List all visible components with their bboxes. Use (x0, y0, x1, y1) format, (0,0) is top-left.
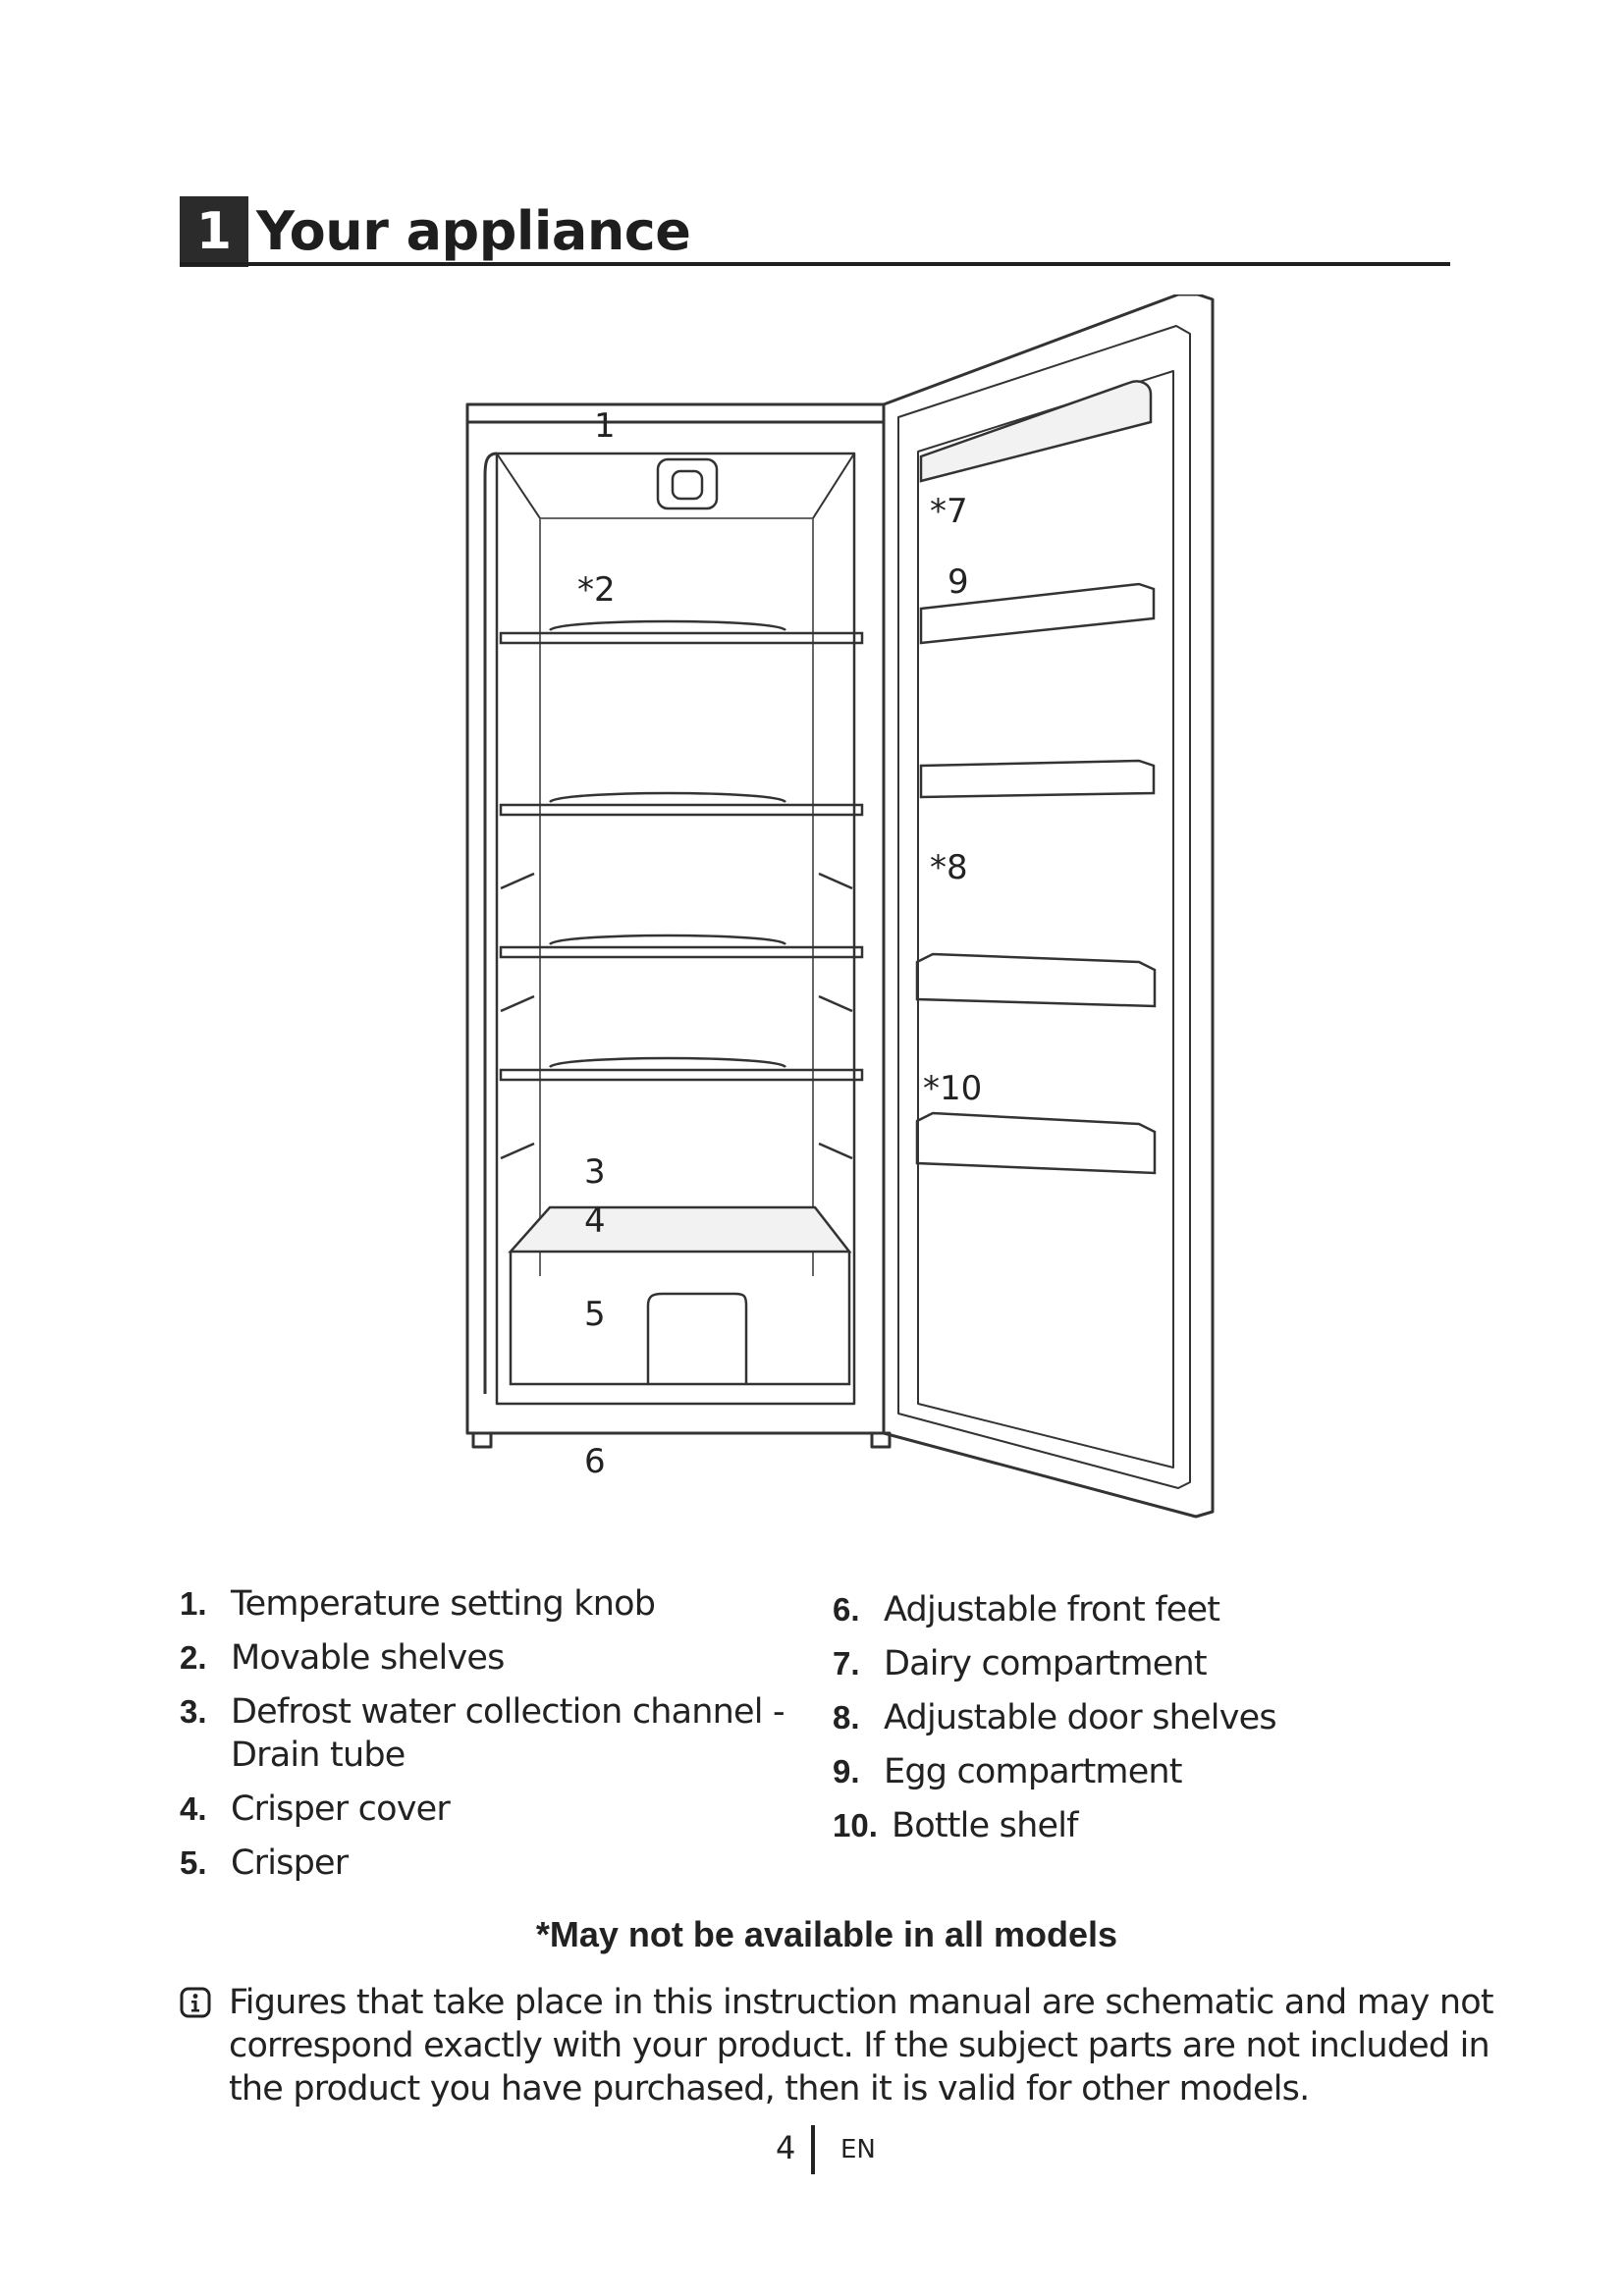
callout-1: 1 (594, 406, 616, 446)
callout-10: *10 (923, 1069, 982, 1108)
legend-number: 6. (833, 1588, 860, 1631)
callout-2: *2 (577, 570, 616, 610)
callout-9: 9 (947, 562, 969, 602)
legend-number: 9. (833, 1750, 860, 1793)
legend-label: Movable shelves (231, 1638, 505, 1678)
legend-number: 8. (833, 1696, 860, 1739)
legend-label: Temperature setting knob (231, 1584, 655, 1624)
legend-label: Defrost water collection channel - Drain… (231, 1692, 785, 1775)
legend-label: Dairy compartment (884, 1644, 1207, 1683)
callout-7: *7 (930, 492, 968, 531)
legend-label: Adjustable door shelves (884, 1698, 1276, 1737)
page-language: EN (840, 2135, 876, 2164)
temperature-knob-icon (658, 459, 717, 508)
availability-note: *May not be available in all models (0, 1914, 1624, 1955)
legend-left: 1. Temperature setting knob 2. Movable s… (180, 1582, 808, 1896)
legend-item: 3. Defrost water collection channel - Dr… (180, 1690, 808, 1777)
legend-item: 10. Bottle shelf (833, 1804, 1422, 1847)
legend-number: 2. (180, 1636, 207, 1680)
legend-item: 5. Crisper (180, 1842, 808, 1885)
callout-3: 3 (584, 1152, 606, 1192)
info-text: Figures that take place in this instruct… (229, 1981, 1525, 2110)
legend-number: 5. (180, 1842, 207, 1885)
page-footer: 4 EN (0, 2125, 1624, 2184)
info-icon (180, 1987, 211, 2018)
legend-item: 1. Temperature setting knob (180, 1582, 808, 1626)
section-rule (180, 262, 1450, 266)
shelves (501, 621, 862, 1158)
legend-label: Egg compartment (884, 1752, 1182, 1791)
legend-item: 2. Movable shelves (180, 1636, 808, 1680)
legend-number: 4. (180, 1788, 207, 1831)
legend-number: 7. (833, 1642, 860, 1685)
callout-8: *8 (930, 848, 968, 887)
callout-4: 4 (584, 1201, 606, 1241)
legend-item: 8. Adjustable door shelves (833, 1696, 1422, 1739)
appliance-diagram: 1 *2 3 4 5 6 *7 *8 9 *10 (452, 294, 1247, 1541)
legend-item: 6. Adjustable front feet (833, 1588, 1422, 1631)
legend-right: 6. Adjustable front feet 7. Dairy compar… (833, 1588, 1422, 1858)
legend-number: 3. (180, 1690, 207, 1734)
legend-label: Bottle shelf (892, 1806, 1078, 1845)
section-number: 1 (180, 196, 248, 267)
legend-label: Crisper cover (231, 1789, 450, 1829)
section-header: 1 Your appliance (180, 196, 1450, 267)
page-divider (811, 2125, 815, 2174)
cabinet (467, 404, 890, 1447)
legend-label: Adjustable front feet (884, 1590, 1219, 1629)
legend-item: 7. Dairy compartment (833, 1642, 1422, 1685)
legend-item: 9. Egg compartment (833, 1750, 1422, 1793)
refrigerator-illustration: 1 *2 3 4 5 6 *7 *8 9 *10 (452, 294, 1247, 1541)
callout-5: 5 (584, 1295, 606, 1334)
page-number: 4 (776, 2129, 795, 2166)
info-note: Figures that take place in this instruct… (180, 1981, 1535, 2110)
legend-number: 10. (833, 1804, 878, 1847)
legend-item: 4. Crisper cover (180, 1788, 808, 1831)
legend-label: Crisper (231, 1843, 348, 1883)
legend-number: 1. (180, 1582, 207, 1626)
section-title: Your appliance (256, 196, 690, 267)
crisper (511, 1207, 849, 1384)
callout-6: 6 (584, 1442, 606, 1481)
